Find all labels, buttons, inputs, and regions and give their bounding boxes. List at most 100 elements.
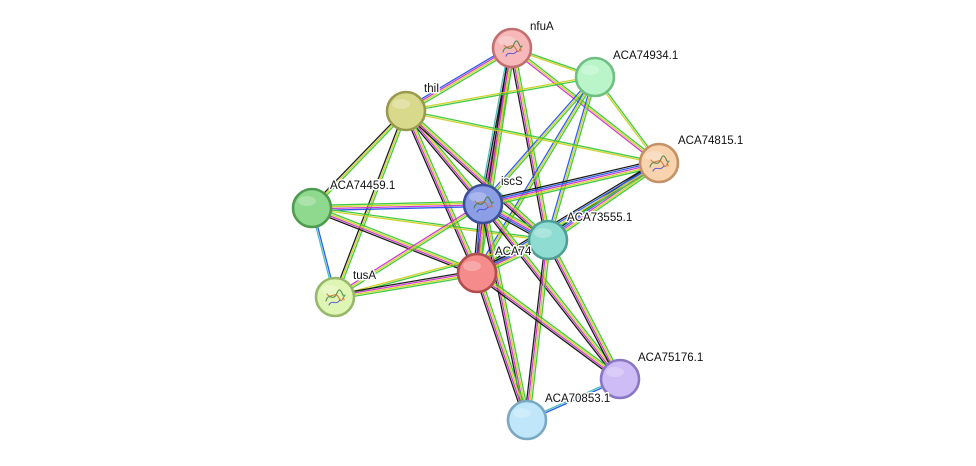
edge-iscS-ACA75176.1[interactable]: [480, 202, 623, 381]
edge-evidence-line: [546, 240, 620, 380]
edge-evidence-line: [477, 272, 529, 420]
node-iscS[interactable]: [462, 183, 504, 225]
edge-thiI-ACA74815.1[interactable]: [405, 109, 660, 165]
edge-ACA74934.1-thiI[interactable]: [405, 75, 596, 113]
edge-ACA73555.1-ACA70853.1[interactable]: [523, 239, 552, 421]
edge-evidence-line: [477, 77, 598, 275]
node-label: ACA74815.1: [678, 135, 743, 147]
node-label: ACA74459.1: [330, 180, 395, 192]
edge-evidence-line: [335, 274, 478, 301]
node-tusA[interactable]: [314, 276, 356, 318]
edge-thiI-ACA73555.1[interactable]: [403, 108, 551, 243]
edge-evidence-line: [406, 49, 514, 114]
edge-evidence-line: [407, 108, 551, 239]
edge-evidence-line: [508, 48, 547, 241]
node-highlight: [463, 261, 481, 271]
edge-evidence-line: [483, 203, 622, 379]
protein-structure-icon: [502, 40, 523, 57]
edge-nfuA-thiI[interactable]: [404, 45, 514, 114]
node-circle: [291, 187, 333, 229]
edge-evidence-line: [513, 47, 552, 240]
edge-evidence-line: [478, 271, 531, 420]
edge-evidence-line: [547, 76, 596, 241]
edge-evidence-line: [528, 240, 552, 421]
node-label: ACA75176.1: [638, 352, 703, 364]
edge-evidence-line: [406, 110, 479, 273]
edge-evidence-line: [510, 48, 548, 241]
edge-evidence-line: [403, 112, 547, 243]
edge-evidence-line: [332, 110, 406, 297]
edge-evidence-line: [334, 269, 477, 296]
edge-evidence-line: [548, 239, 622, 379]
edge-evidence-line: [523, 239, 547, 420]
edge-ACA74-tusA[interactable]: [334, 269, 478, 301]
edge-ACA74934.1-ACA74[interactable]: [474, 75, 598, 275]
node-label: ACA74934.1: [613, 50, 678, 62]
edge-evidence-line: [483, 77, 597, 206]
edge-evidence-line: [312, 204, 484, 210]
edge-ACA74459.1-iscS[interactable]: [311, 200, 484, 212]
edge-iscS-ACA70853.1[interactable]: [479, 203, 531, 421]
edge-ACA73555.1-ACA75176.1[interactable]: [545, 238, 623, 381]
edge-evidence-line: [311, 110, 407, 209]
node-highlight: [581, 65, 599, 75]
edge-evidence-line: [484, 202, 623, 378]
node-ACA75176.1[interactable]: [599, 358, 641, 400]
node-ACA74815.1[interactable]: [638, 142, 680, 184]
edge-nfuA-ACA73555.1[interactable]: [508, 47, 552, 241]
edge-evidence-line: [405, 46, 512, 111]
node-thiI[interactable]: [385, 90, 427, 132]
edge-ACA74-ACA70853.1[interactable]: [473, 271, 531, 422]
node-highlight: [298, 196, 316, 206]
node-label: ACA73555.1: [567, 212, 632, 224]
edge-evidence-line: [512, 47, 550, 240]
edge-evidence-line: [312, 206, 478, 273]
edge-ACA74815.1-iscS[interactable]: [482, 159, 660, 208]
edge-evidence-line: [480, 205, 619, 381]
node-label: ACA74: [495, 246, 532, 258]
node-ACA74459.1[interactable]: [291, 187, 333, 229]
edge-thiI-ACA74459.1[interactable]: [310, 109, 408, 210]
edge-evidence-line: [406, 48, 513, 113]
edge-evidence-line: [312, 111, 408, 210]
edge-evidence-line: [549, 77, 598, 241]
edge-evidence-line: [481, 204, 527, 421]
node-ACA74[interactable]: [456, 252, 498, 294]
edge-evidence-line: [333, 202, 483, 297]
node-nfuA[interactable]: [491, 27, 533, 69]
edge-thiI-ACA74[interactable]: [403, 109, 480, 275]
edge-evidence-line: [311, 202, 483, 208]
edge-evidence-line: [310, 109, 406, 208]
nodes-layer: [291, 27, 680, 441]
node-highlight: [321, 285, 339, 295]
node-label: iscS: [501, 176, 523, 188]
edge-evidence-line: [545, 240, 619, 381]
edge-evidence-line: [483, 164, 660, 207]
node-ACA74934.1[interactable]: [574, 56, 616, 98]
node-highlight: [513, 408, 531, 418]
edge-evidence-line: [406, 77, 596, 113]
edge-evidence-line: [479, 47, 510, 204]
edge-evidence-line: [481, 204, 620, 380]
edge-evidence-line: [405, 111, 659, 165]
edge-evidence-line: [476, 76, 596, 274]
edge-evidence-line: [482, 76, 596, 205]
edge-iscS-tusA[interactable]: [333, 202, 485, 299]
node-highlight: [392, 99, 410, 109]
edge-evidence-line: [477, 271, 621, 379]
node-circle: [527, 219, 569, 261]
edge-ACA74459.1-ACA74[interactable]: [310, 205, 479, 276]
node-ACA73555.1[interactable]: [527, 219, 569, 261]
edge-ACA74934.1-ACA73555.1[interactable]: [545, 76, 598, 241]
edge-ACA74-ACA75176.1[interactable]: [475, 270, 622, 382]
edge-evidence-line: [403, 111, 476, 275]
node-highlight: [606, 367, 624, 377]
node-circle: [599, 358, 641, 400]
edge-evidence-line: [527, 240, 550, 421]
edge-evidence-line: [482, 160, 659, 203]
edge-evidence-line: [311, 200, 483, 207]
edge-evidence-line: [549, 165, 662, 244]
node-ACA70853.1[interactable]: [506, 399, 548, 441]
edge-evidence-line: [406, 109, 660, 163]
